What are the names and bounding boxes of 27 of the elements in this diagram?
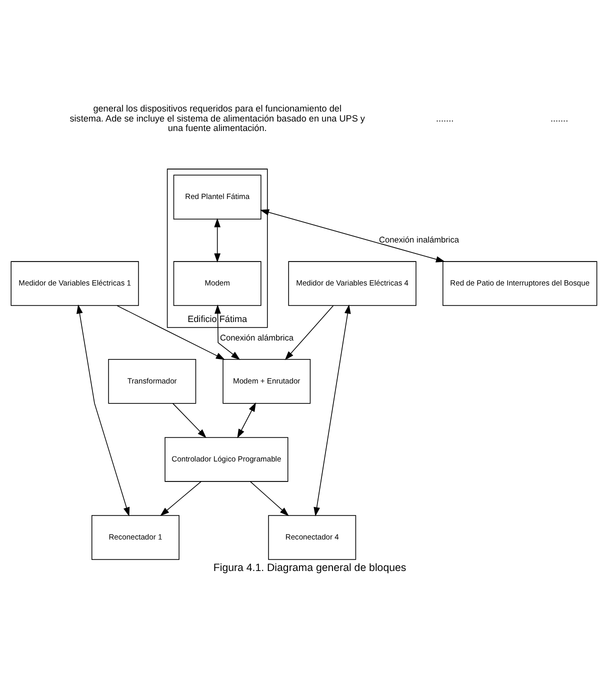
arrow [116, 305, 226, 360]
label: ....... [550, 113, 568, 124]
arrow [160, 481, 202, 516]
node-box: Reconectador 4 [268, 515, 356, 560]
arrow [172, 403, 206, 438]
node-box: Modem + Enrutador [222, 358, 311, 404]
edge-label: Conexión inalámbrica [378, 234, 460, 244]
node-box: Modem [173, 261, 262, 306]
arrow [284, 305, 334, 360]
node-box: Red Plantel Fátima [173, 174, 262, 220]
node-box: Reconectador 1 [91, 515, 180, 560]
arrow [214, 304, 240, 360]
caption: Figura 4.1. Diagrama general de bloques [213, 562, 406, 574]
edge-label: Conexión alámbrica [220, 332, 294, 342]
label: general los dispositivos requeridos para el funcionamiento del sistema. Ade se incluye el sistema de alimentación basado en una UPS y una fuente alimentación. [70, 104, 365, 134]
arrow [314, 304, 351, 516]
arrow [76, 304, 130, 516]
node-box: Controlador Lógico Programable [164, 437, 288, 482]
node-box: Medidor de Variables Eléctricas 4 [288, 261, 416, 306]
node-box: Medidor de Variables Eléctricas 1 [10, 261, 139, 306]
node-box: Red de Patio de Interruptores del Bosque [442, 261, 598, 306]
arrow [250, 481, 289, 516]
arrow [237, 402, 256, 438]
node-box: Transformador [108, 358, 196, 404]
label: ....... [436, 113, 454, 124]
arrow [214, 218, 221, 263]
arrow [260, 209, 446, 262]
